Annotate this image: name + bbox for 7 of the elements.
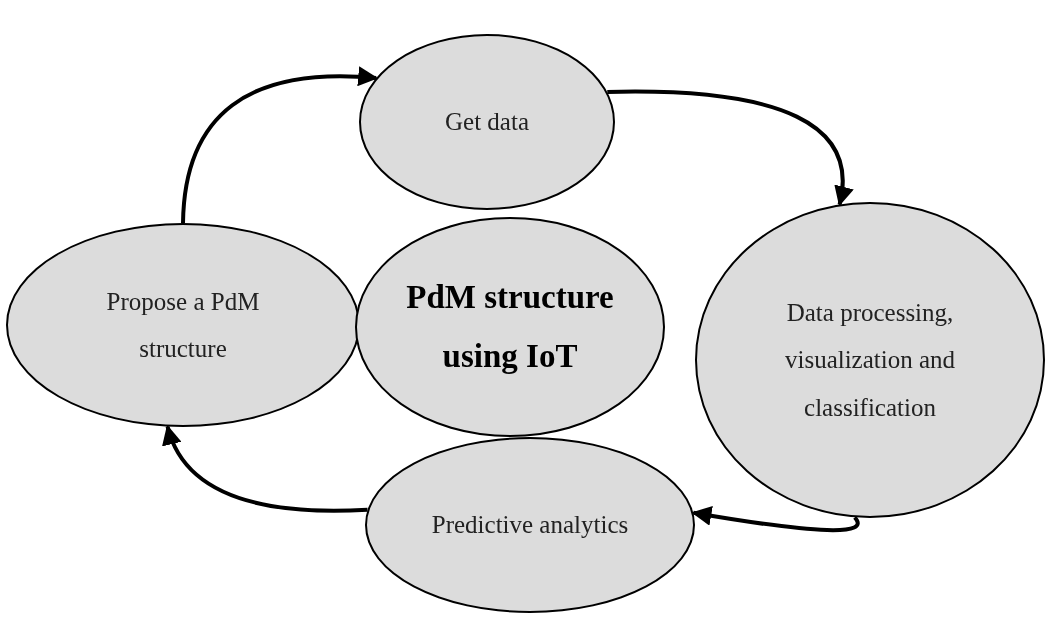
node-label: Propose a PdM structure <box>105 286 261 364</box>
curved-arrow <box>181 67 379 224</box>
curved-arrow <box>163 424 368 513</box>
node-label: Get data <box>445 107 529 138</box>
node-label: Predictive analytics <box>431 510 629 541</box>
node-label: Data processing, visualization and classification <box>783 297 957 423</box>
node-label: PdM structure using IoT <box>405 277 615 376</box>
